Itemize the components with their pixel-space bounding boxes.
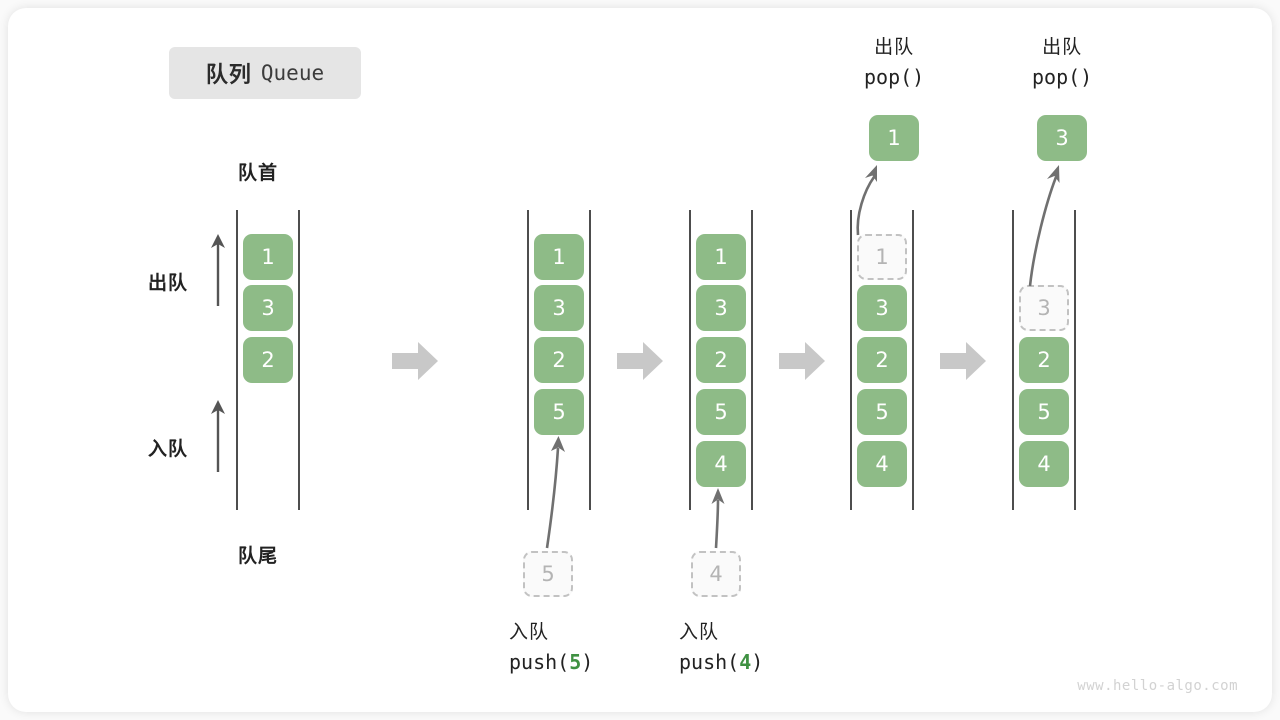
queue-cell: 5 bbox=[1019, 389, 1069, 435]
popped-cell: 1 bbox=[869, 115, 919, 161]
queue-cell: 2 bbox=[1019, 337, 1069, 383]
title-cn: 队列 bbox=[205, 63, 252, 88]
queue-cell: 4 bbox=[696, 441, 746, 487]
rail-left bbox=[236, 210, 238, 510]
queue-cell: 2 bbox=[696, 337, 746, 383]
label-enqueue: 入队 bbox=[148, 438, 189, 460]
queue-cell: 3 bbox=[243, 285, 293, 331]
rail-right bbox=[1074, 210, 1076, 510]
queue-cell-ghost: 1 bbox=[857, 234, 907, 280]
pop-label-code: pop() bbox=[1032, 64, 1093, 89]
label-dequeue: 出队 bbox=[148, 272, 189, 294]
queue-cell: 2 bbox=[534, 337, 584, 383]
queue-cell: 5 bbox=[534, 389, 584, 435]
queue-cell: 3 bbox=[534, 285, 584, 331]
queue-cell: 4 bbox=[1019, 441, 1069, 487]
pop-label: 出队 pop() bbox=[864, 33, 924, 92]
pop-label-code: pop() bbox=[864, 64, 925, 89]
label-rear: 队尾 bbox=[238, 545, 279, 567]
push-caption-code: push(5) bbox=[509, 650, 594, 675]
pop-label: 出队 pop() bbox=[1032, 33, 1092, 92]
diagram-title-badge: 队列 Queue bbox=[169, 47, 361, 99]
rail-right bbox=[589, 210, 591, 510]
queue-cell: 3 bbox=[696, 285, 746, 331]
pop-label-cn: 出队 bbox=[1042, 36, 1083, 58]
push-caption: 入队 push(5) bbox=[509, 618, 593, 678]
label-front: 队首 bbox=[238, 162, 279, 184]
step-arrow-icon bbox=[940, 342, 986, 380]
push-caption: 入队 push(4) bbox=[679, 618, 763, 678]
watermark: www.hello-algo.com bbox=[1077, 678, 1238, 694]
incoming-ghost-cell: 5 bbox=[523, 551, 573, 597]
queue-cell-ghost: 3 bbox=[1019, 285, 1069, 331]
dequeue-direction-arrow-icon bbox=[211, 234, 225, 306]
queue-cell: 5 bbox=[696, 389, 746, 435]
queue-cell: 4 bbox=[857, 441, 907, 487]
title-en: Queue bbox=[260, 61, 325, 85]
rail-right bbox=[751, 210, 753, 510]
queue-cell: 2 bbox=[857, 337, 907, 383]
rail-right bbox=[298, 210, 300, 510]
queue-cell: 1 bbox=[534, 234, 584, 280]
popped-cell: 3 bbox=[1037, 115, 1087, 161]
push-caption-code: push(4) bbox=[679, 650, 764, 675]
enqueue-direction-arrow-icon bbox=[211, 400, 225, 472]
push-arrow-icon bbox=[711, 488, 725, 549]
step-arrow-icon bbox=[392, 342, 438, 380]
pop-arrow-icon bbox=[856, 165, 877, 236]
step-arrow-icon bbox=[617, 342, 663, 380]
rail-left bbox=[527, 210, 529, 510]
queue-cell: 1 bbox=[243, 234, 293, 280]
step-arrow-icon bbox=[779, 342, 825, 380]
queue-cell: 3 bbox=[857, 285, 907, 331]
rail-right bbox=[912, 210, 914, 510]
rail-left bbox=[850, 210, 852, 510]
incoming-ghost-cell: 4 bbox=[691, 551, 741, 597]
push-arrow-icon bbox=[545, 436, 565, 549]
rail-left bbox=[689, 210, 691, 510]
queue-cell: 5 bbox=[857, 389, 907, 435]
rail-left bbox=[1012, 210, 1014, 510]
queue-cell: 1 bbox=[696, 234, 746, 280]
pop-arrow-icon bbox=[1028, 165, 1060, 287]
push-caption-cn: 入队 bbox=[509, 621, 550, 643]
pop-label-cn: 出队 bbox=[874, 36, 915, 58]
push-caption-cn: 入队 bbox=[679, 621, 720, 643]
queue-cell: 2 bbox=[243, 337, 293, 383]
